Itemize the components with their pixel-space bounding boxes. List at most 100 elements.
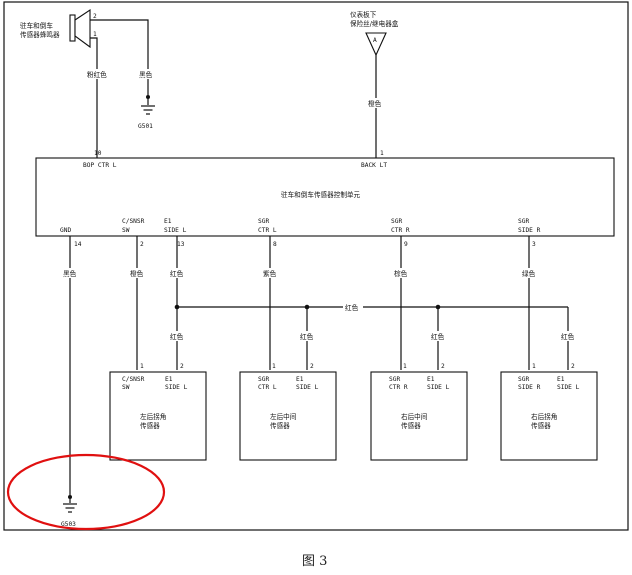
buzzer-label-line2: 传感器蜂鸣器 (20, 30, 60, 39)
sensor-pin2-name1: E1 (427, 376, 435, 383)
cu-bottom-pin-name1-sgr-ctr-l: SGR (258, 218, 269, 225)
sensor-pin2-name1: E1 (165, 376, 173, 383)
diagram-frame (3, 1, 629, 531)
sensor-pin2-name2: SIDE L (427, 384, 450, 391)
cu-bottom-pin-name1-sgr-ctr-r: SGR (391, 218, 402, 225)
wire-color-gnd: 黑色 (63, 269, 77, 278)
cu-bottom-pin-name2-sgr-side-r: SIDE R (518, 227, 541, 234)
cu-bottom-pin-name2-sgr-ctr-l: CTR L (258, 227, 277, 234)
sensor-pin1-name1: SGR (389, 376, 400, 383)
sensor-name-line2: 传感器 (270, 421, 290, 430)
buzzer-wire-signal (90, 37, 98, 158)
cu-bottom-pin-name1-sgr-side-r: SGR (518, 218, 529, 225)
cu-top-pin-name-0: BOP CTR L (83, 162, 117, 169)
connector-a-label: A (373, 37, 377, 44)
ground-label-g503: G503 (61, 521, 76, 528)
sensor-pin2-num: 2 (441, 363, 445, 370)
fuse-box-group: 仪表板下 保险丝/继电器盒 A 橙色 (350, 10, 399, 158)
sensor-pin2-name1: E1 (557, 376, 565, 383)
sensor-pin2-num: 2 (310, 363, 314, 370)
wire-color-csnsr: 橙色 (130, 269, 144, 278)
sensor-left-corner: 1 2 C/SNSR SW E1 SIDE L 左后拐角 传感器 (109, 363, 207, 461)
cu-top-pin-num-1: 1 (380, 150, 384, 157)
sensor-pin1-name2: SIDE R (518, 384, 541, 391)
sensor-pin2-name1: E1 (296, 376, 304, 383)
sensor-pin2-name2: SIDE L (296, 384, 319, 391)
sensor-pin1-num: 1 (403, 363, 407, 370)
buzzer-wire-ground (90, 19, 149, 95)
sensor-right-corner: 1 2 SGR SIDE R E1 SIDE L 右后拐角 传感器 (500, 363, 598, 461)
sensor-pin2-num: 2 (571, 363, 575, 370)
buzzer-icon (69, 14, 76, 42)
cu-top-pin-num-0: 10 (94, 150, 102, 157)
buzzer-cone-icon (74, 8, 91, 49)
control-unit-title: 驻车和倒车传感器控制单元 (281, 190, 361, 199)
sensor-name-line2: 传感器 (531, 421, 551, 430)
sensor-pin1-num: 1 (272, 363, 276, 370)
sensor-name-line1: 左后中间 (270, 412, 297, 421)
sensor-pin1-name2: SW (122, 384, 130, 391)
cu-top-pin-name-1: BACK LT (361, 162, 387, 169)
cu-bottom-pin-num-sgr-ctr-r: 9 (404, 241, 408, 248)
control-unit-box (35, 157, 615, 237)
fuse-box-label-line2: 保险丝/继电器盒 (350, 19, 399, 28)
sensor-right-middle: 1 2 SGR CTR R E1 SIDE L 右后中间 传感器 (370, 363, 468, 461)
sensor-box (500, 371, 598, 461)
cu-bottom-pin-name1-e1: E1 (164, 218, 172, 225)
cu-bottom-pin-num-csnsr: 2 (140, 241, 144, 248)
sensor-pin1-num: 1 (532, 363, 536, 370)
ground-icon-g501 (141, 95, 155, 115)
junction-dot (174, 304, 180, 310)
cu-bottom-pin-num-sgr-side-r: 3 (532, 241, 536, 248)
cu-bottom-pin-name1-csnsr: C/SNSR (122, 218, 145, 225)
buzzer-label-line1: 驻车和倒车 (20, 21, 53, 30)
highlight-ellipse (6, 453, 166, 531)
sensor-name-line1: 右后拐角 (531, 412, 557, 421)
wire-color-sgr-ctr-l: 紫色 (263, 269, 277, 278)
cu-bottom-pin-name2-sgr-ctr-r: CTR R (391, 227, 410, 234)
sensor-name-line1: 左后拐角 (140, 412, 166, 421)
drop-color-sensor-3: 红色 (431, 332, 445, 341)
sensor-pin2-name2: SIDE L (165, 384, 188, 391)
sensor-name-line2: 传感器 (140, 421, 160, 430)
sensor-pin1-name1: SGR (518, 376, 529, 383)
drop-color-sensor-4: 红色 (561, 332, 575, 341)
buzzer-pin-bottom: 1 (93, 31, 97, 38)
connector-a-icon (365, 32, 387, 57)
cu-bottom-pin-num-sgr-ctr-l: 8 (273, 241, 277, 248)
sensor-pin1-name1: SGR (258, 376, 269, 383)
fuse-box-wire-color: 橙色 (368, 99, 382, 108)
buzzer-wire-left-color: 粉红色 (87, 70, 107, 79)
drop-color-sensor-1: 红色 (170, 332, 184, 341)
drop-color-sensor-2: 红色 (300, 332, 314, 341)
sensor-name-line1: 右后中间 (401, 412, 428, 421)
sensor-box (239, 371, 337, 461)
sensor-pin2-name2: SIDE L (557, 384, 580, 391)
sensor-pin2-num: 2 (180, 363, 184, 370)
ground-label-g501: G501 (138, 123, 153, 130)
bus-wire-color: 红色 (345, 303, 359, 312)
cu-bottom-pin-name-gnd: GND (60, 227, 71, 234)
wire-color-sgr-ctr-r: 棕色 (394, 269, 408, 278)
cu-bottom-pin-name2-e1: SIDE L (164, 227, 187, 234)
wire-color-e1: 红色 (170, 269, 184, 278)
cu-bottom-pin-num-gnd: 14 (74, 241, 82, 248)
cu-bottom-pin-num-e1: 13 (177, 241, 185, 248)
sensor-left-middle: 1 2 SGR CTR L E1 SIDE L 左后中间 传感器 (239, 363, 337, 461)
cu-bottom-pin-name2-csnsr: SW (122, 227, 130, 234)
sensor-box (109, 371, 207, 461)
buzzer-pin-top: 2 (93, 13, 97, 20)
buzzer-wire-right-color: 黑色 (139, 70, 153, 79)
sensor-box (370, 371, 468, 461)
wire-color-sgr-side-r: 绿色 (522, 269, 536, 278)
sensor-pin1-name2: CTR L (258, 384, 277, 391)
sensor-pin1-num: 1 (140, 363, 144, 370)
sensor-name-line2: 传感器 (401, 421, 421, 430)
ground-icon-g503 (63, 495, 77, 513)
sensor-pin1-name2: CTR R (389, 384, 408, 391)
figure-caption: 图 3 (302, 554, 327, 569)
buzzer-group: 驻车和倒车 传感器蜂鸣器 2 1 粉红色 黑色 G501 (20, 8, 160, 158)
sensor-pin1-name1: C/SNSR (122, 376, 145, 383)
fuse-box-label-line1: 仪表板下 (350, 10, 377, 19)
